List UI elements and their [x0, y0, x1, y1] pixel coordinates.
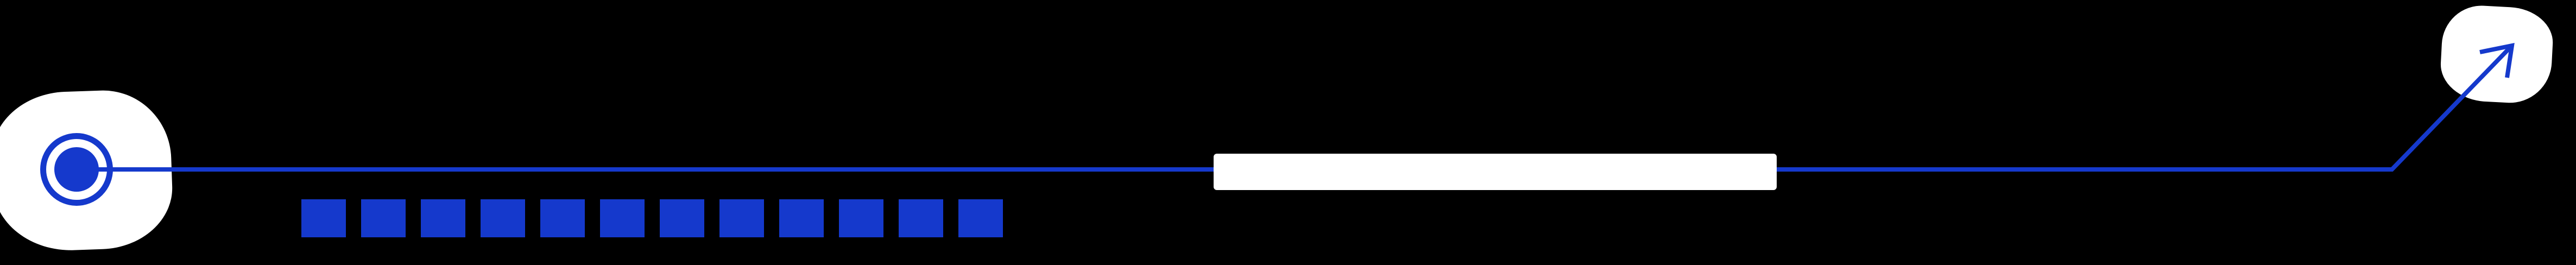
pixel-square	[540, 199, 585, 237]
pixel-square	[839, 199, 883, 237]
start-point-dot-icon	[54, 147, 99, 192]
pixel-square	[481, 199, 525, 237]
pixel-square	[958, 199, 1003, 237]
trend-line	[77, 44, 2514, 172]
arrowhead-icon	[2479, 42, 2515, 78]
pixel-square	[779, 199, 824, 237]
pixel-square	[301, 199, 346, 237]
pixel-square	[421, 199, 465, 237]
pixel-square	[660, 199, 704, 237]
pixel-square	[719, 199, 764, 237]
start-point-ring-icon	[40, 133, 113, 206]
line-highlight-bar	[1214, 154, 1777, 190]
pixel-square	[600, 199, 645, 237]
pixel-square	[361, 199, 406, 237]
pixel-dash-row	[301, 199, 1003, 237]
pixel-square	[899, 199, 943, 237]
